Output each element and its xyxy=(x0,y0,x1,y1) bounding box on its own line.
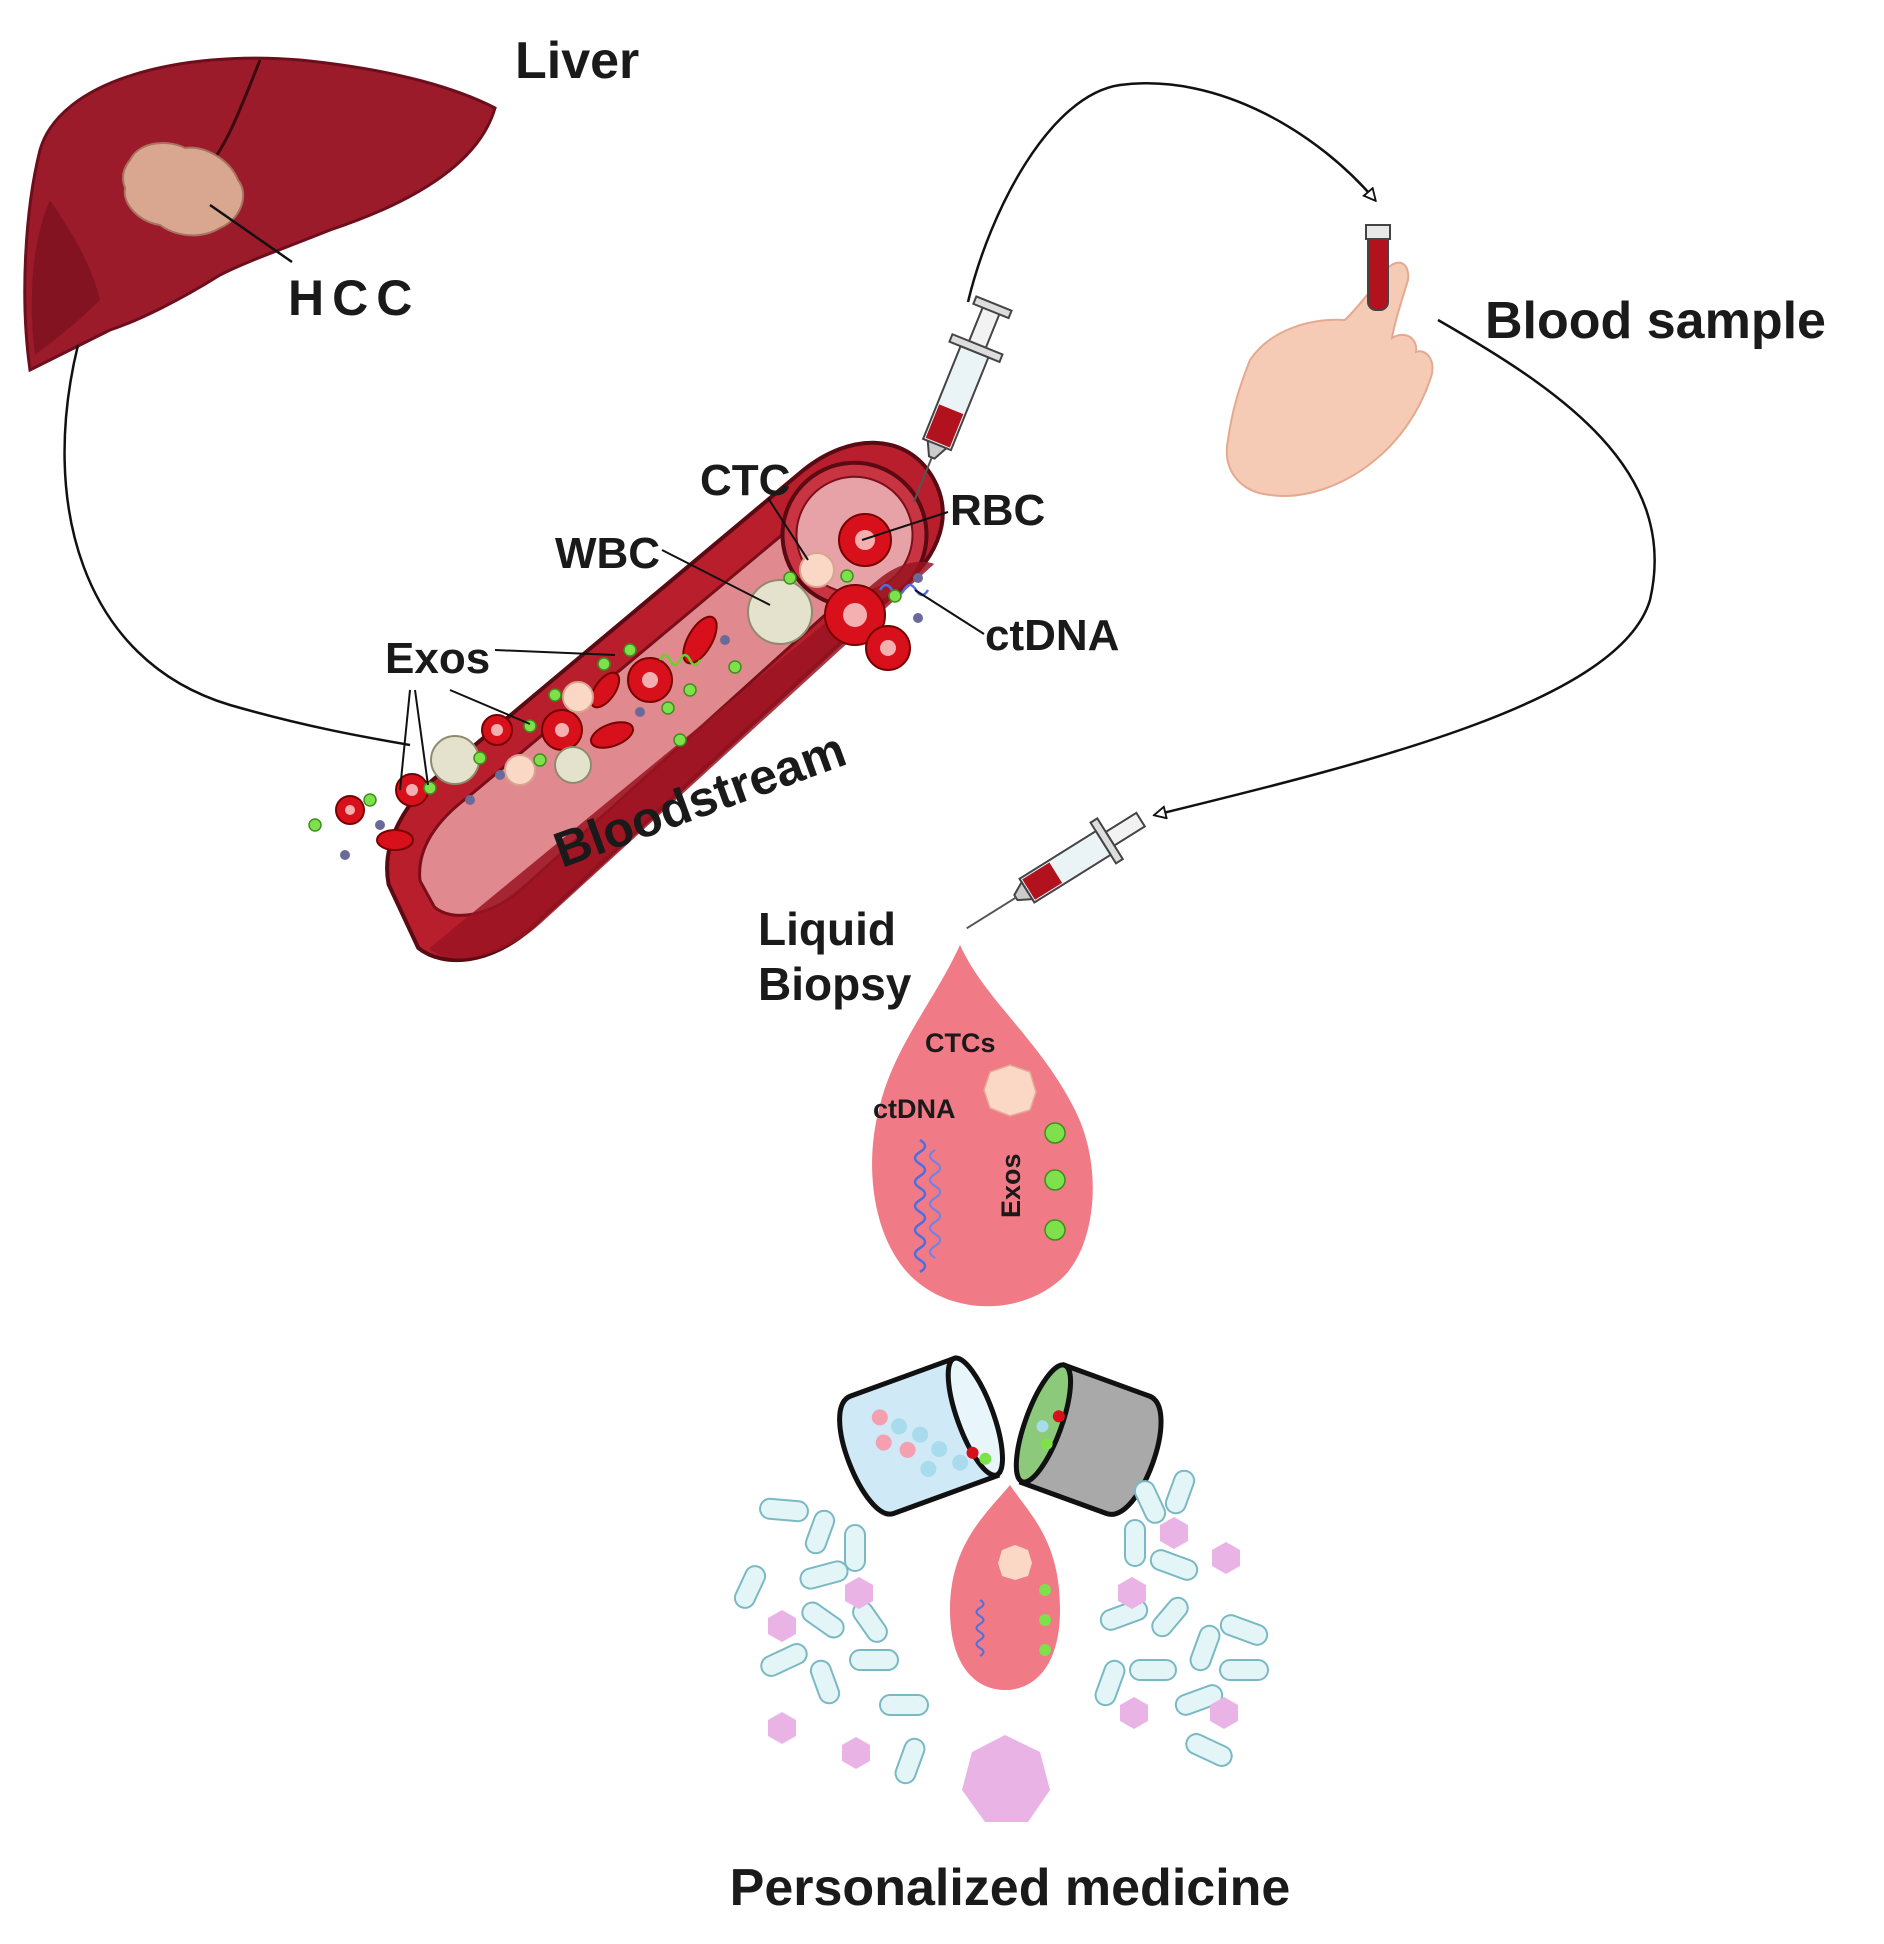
hcc-tumor xyxy=(121,142,245,237)
liver-to-bloodstream-curve xyxy=(63,344,411,747)
ctc-pointer xyxy=(767,497,809,561)
exos-pointer-1 xyxy=(494,649,616,656)
exosome-group xyxy=(308,569,902,832)
hcc-label: HCC xyxy=(288,270,420,326)
exos-pointer-2 xyxy=(449,689,531,725)
blood-vessel xyxy=(385,440,945,963)
ctdna-label: ctDNA xyxy=(985,611,1119,660)
rbc-pointer xyxy=(861,511,949,541)
drop-ctc-cell xyxy=(983,1064,1037,1117)
wbc-label: WBC xyxy=(555,529,660,578)
syringe-needle xyxy=(912,457,933,503)
ctc-label: CTC xyxy=(700,456,790,505)
blood-sample-hand xyxy=(1225,224,1434,497)
ctc-cell xyxy=(799,552,835,588)
syringe2-blood xyxy=(1022,862,1063,900)
wbc-cell xyxy=(430,735,480,785)
liver-shape xyxy=(23,56,497,373)
liquid-label: Liquid xyxy=(758,903,896,955)
syringe-draw xyxy=(912,295,1013,503)
rbc-cell xyxy=(824,584,886,646)
syringe2-needle xyxy=(966,896,1017,930)
rbc-cell xyxy=(865,625,911,671)
exos-pointer-4 xyxy=(399,689,411,791)
syringe-cap xyxy=(972,295,1013,320)
capsule-right-half xyxy=(1013,1362,1164,1517)
blood-tube xyxy=(1367,229,1389,311)
personalized-medicine-label: Personalized medicine xyxy=(730,1859,1291,1917)
rbc-cell xyxy=(541,709,583,751)
rbc-cell xyxy=(589,721,635,749)
large-heptagon xyxy=(962,1735,1050,1822)
syringe-tip xyxy=(926,439,949,460)
scattered-hexagons xyxy=(768,1517,1240,1822)
small-drop xyxy=(950,1485,1060,1690)
rbc-label: RBC xyxy=(950,486,1045,535)
biopsy-label: Biopsy xyxy=(758,958,912,1010)
ctdna-pointer xyxy=(914,589,985,635)
small-drop-dna xyxy=(975,1599,985,1657)
small-drop-exosome xyxy=(1039,1644,1051,1656)
rbc-cell xyxy=(335,795,365,825)
drop-exos-label: Exos xyxy=(996,1153,1026,1218)
hand-shape xyxy=(1225,261,1434,497)
rbc-cell xyxy=(589,671,621,709)
wbc-pointer xyxy=(661,549,771,606)
small-drop-ctc xyxy=(998,1545,1032,1580)
ctdna-strand xyxy=(878,583,930,597)
rbc-cell xyxy=(481,714,513,746)
capsule-left-half xyxy=(837,1355,1005,1517)
drop-ctdna-strand xyxy=(913,1138,927,1274)
drop-ctcs-label: CTCs xyxy=(925,1028,996,1058)
hcc-pointer xyxy=(209,203,293,264)
drop-exosome xyxy=(1044,1122,1066,1144)
vessel-contents xyxy=(308,497,985,860)
liquid-biopsy-drop: CTCs ctDNA Exos xyxy=(872,945,1093,1307)
ctc-cell xyxy=(562,681,594,713)
liver-illustration xyxy=(23,56,497,373)
syringe2-tip xyxy=(1013,880,1034,902)
drop-shape xyxy=(872,945,1093,1307)
drop-ctdna-strand-2 xyxy=(929,1149,941,1259)
exos-pointer-3 xyxy=(414,689,429,786)
rbc-cell xyxy=(682,615,718,665)
liver-lobe-shade xyxy=(31,200,100,355)
sample-to-biopsy-arrow xyxy=(1155,318,1656,815)
platelet-group xyxy=(340,573,923,860)
drop-ctdna-label: ctDNA xyxy=(873,1094,956,1124)
rbc-cell xyxy=(627,657,673,703)
small-drop-exosome xyxy=(1039,1584,1051,1596)
ctc-cell xyxy=(504,754,536,786)
exos-label: Exos xyxy=(385,634,490,683)
personalized-medicine-illustration xyxy=(733,1355,1269,1822)
syringe-blood xyxy=(925,404,964,448)
small-drop-exosome xyxy=(1039,1614,1051,1626)
scattered-capsules xyxy=(733,1469,1269,1785)
rbc-cell xyxy=(376,829,414,851)
wbc-cell xyxy=(747,579,813,645)
drop-exosome xyxy=(1044,1169,1066,1191)
dna-strand-green xyxy=(658,653,702,667)
blood-sample-label: Blood sample xyxy=(1485,292,1826,350)
wbc-cell xyxy=(554,746,592,784)
liver-label: Liver xyxy=(515,32,639,90)
blood-tube-cap xyxy=(1365,224,1391,240)
syringe-to-sample-arrow xyxy=(966,82,1375,303)
syringe-inject xyxy=(966,811,1147,930)
vessel-lower-band xyxy=(429,561,935,959)
drop-exosome xyxy=(1044,1219,1066,1241)
